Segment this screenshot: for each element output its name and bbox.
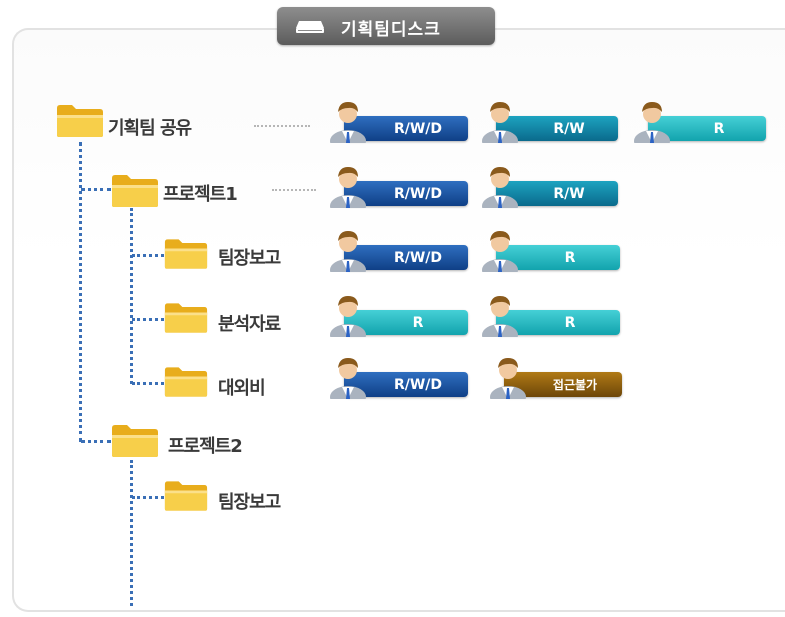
permission-badge: R/W/D xyxy=(328,167,468,208)
folder-icon[interactable] xyxy=(56,104,104,138)
permission-badge: R/W/D xyxy=(328,358,468,399)
permission-badge: R xyxy=(632,102,766,143)
permission-label: R xyxy=(713,120,725,137)
user-icon xyxy=(482,102,518,143)
folder-label-project2[interactable]: 프로젝트2 xyxy=(168,436,243,457)
folder-icon[interactable] xyxy=(164,480,212,514)
disk-title: 기획팀디스크 xyxy=(341,20,441,40)
user-icon xyxy=(634,102,670,143)
user-icon xyxy=(330,296,366,337)
user-icon xyxy=(330,102,366,143)
folder-label-root[interactable]: 기획팀 공유 xyxy=(108,118,192,139)
permission-badge: R/W xyxy=(480,167,618,208)
user-icon xyxy=(482,167,518,208)
user-icon xyxy=(330,358,366,399)
tree-connector xyxy=(132,254,164,257)
user-icon xyxy=(490,358,526,399)
permission-badge: R xyxy=(480,296,620,337)
disk-title-tab: 기획팀디스크 xyxy=(277,7,495,45)
folder-icon[interactable] xyxy=(164,302,212,336)
tree-connector xyxy=(132,496,164,499)
permission-label: 접근불가 xyxy=(552,378,598,392)
folder-icon[interactable] xyxy=(111,424,159,458)
permission-label: R xyxy=(564,314,576,331)
disk-drive-icon xyxy=(296,21,324,33)
permission-leader xyxy=(254,125,310,127)
folder-icon[interactable] xyxy=(111,174,159,208)
user-icon xyxy=(330,231,366,272)
folder-icon[interactable] xyxy=(164,366,212,400)
tree-connector xyxy=(130,460,133,606)
permission-badge: R/W/D xyxy=(328,231,468,272)
permission-badge: R/W/D xyxy=(328,102,468,143)
permission-label: R xyxy=(412,314,424,331)
permission-label: R/W/D xyxy=(393,185,443,202)
tree-connector xyxy=(79,142,82,442)
folder-label-p1-report[interactable]: 팀장보고 xyxy=(218,248,281,269)
tree-connector xyxy=(132,382,164,385)
permission-label: R/W/D xyxy=(393,376,443,393)
user-icon xyxy=(482,231,518,272)
folder-label-p1-external[interactable]: 대외비 xyxy=(218,378,266,399)
tree-connector xyxy=(81,440,111,443)
permission-label: R/W xyxy=(553,120,585,137)
folder-icon[interactable] xyxy=(164,238,212,272)
tree-connector xyxy=(132,318,164,321)
folder-label-p1-analysis[interactable]: 분석자료 xyxy=(218,314,281,335)
permission-badge: R xyxy=(328,296,468,337)
permission-label: R xyxy=(564,249,576,266)
permission-label: R/W/D xyxy=(393,120,443,137)
user-icon xyxy=(482,296,518,337)
tree-connector xyxy=(81,188,111,191)
permission-label: R/W xyxy=(553,185,585,202)
permission-badge: 접근불가 xyxy=(488,358,622,399)
permission-leader xyxy=(272,189,316,191)
permission-badge: R/W xyxy=(480,102,618,143)
permission-label: R/W/D xyxy=(393,249,443,266)
permission-badge: R xyxy=(480,231,620,272)
folder-label-project1[interactable]: 프로젝트1 xyxy=(163,184,238,205)
tree-connector xyxy=(130,208,133,384)
folder-label-p2-report[interactable]: 팀장보고 xyxy=(218,492,281,513)
user-icon xyxy=(330,167,366,208)
